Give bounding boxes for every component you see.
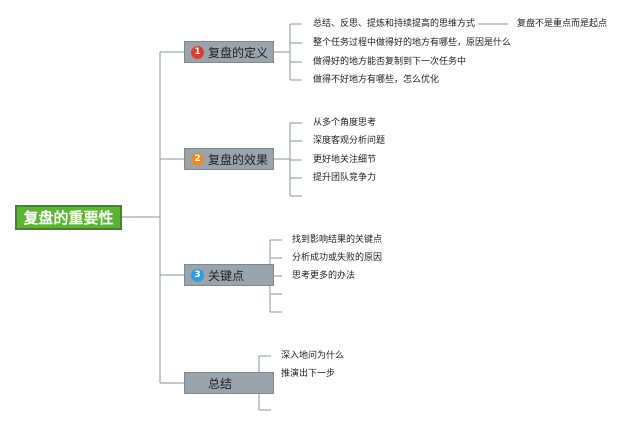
number-badge-icon: 1 xyxy=(191,45,204,59)
leaf-item: 总结、反思、提炼和持续提高的思维方式 xyxy=(313,19,476,29)
number-badge-icon: 3 xyxy=(191,268,204,282)
leaf-item: 整个任务过程中做得好的地方有哪些，原因是什么 xyxy=(313,38,512,48)
badge-icon xyxy=(191,376,204,390)
branch-effect[interactable]: 2 复盘的效果 xyxy=(184,148,274,170)
leaf-item: 做得不好地方有哪些，怎么优化 xyxy=(313,75,440,85)
leaf-item: 深度客观分析问题 xyxy=(313,136,386,146)
leaf-item: 提升团队竞争力 xyxy=(313,173,377,183)
branch-label: 关键点 xyxy=(208,268,245,283)
branch-label: 复盘的效果 xyxy=(208,152,269,167)
branch-definition[interactable]: 1 复盘的定义 xyxy=(184,41,274,63)
leaf-item: 思考更多的办法 xyxy=(292,271,356,281)
side-note: 复盘不是重点而是起点 xyxy=(517,19,608,29)
leaf-item: 做得好的地方能否复制到下一次任务中 xyxy=(313,57,467,67)
leaf-item: 深入地问为什么 xyxy=(281,351,345,361)
branch-key-points[interactable]: 3 关键点 xyxy=(184,264,274,286)
branch-summary[interactable]: 总结 xyxy=(184,372,274,394)
root-node[interactable]: 复盘的重要性 xyxy=(15,205,122,230)
leaf-item: 更好地关注细节 xyxy=(313,155,377,165)
leaf-item: 从多个角度思考 xyxy=(313,118,377,128)
leaf-item: 找到影响结果的关键点 xyxy=(292,235,383,245)
branch-label: 总结 xyxy=(208,376,233,391)
leaf-item: 分析成功或失败的原因 xyxy=(292,253,383,263)
number-badge-icon: 2 xyxy=(191,152,204,166)
branch-label: 复盘的定义 xyxy=(208,45,269,60)
leaf-item: 推演出下一步 xyxy=(281,369,336,379)
root-label: 复盘的重要性 xyxy=(23,209,114,227)
